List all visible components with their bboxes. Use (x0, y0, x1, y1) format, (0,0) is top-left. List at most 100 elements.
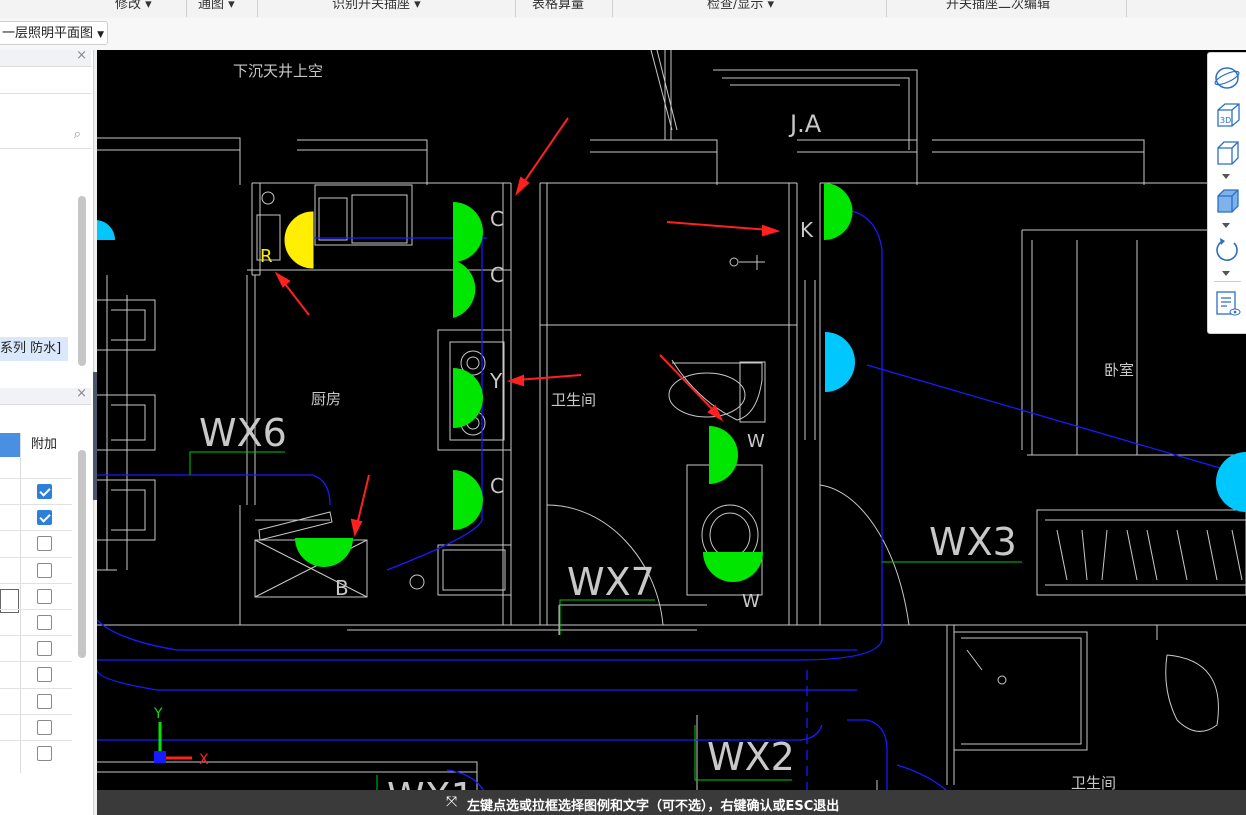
addon-checkbox[interactable] (37, 720, 52, 735)
panel-header: × (0, 386, 91, 405)
label-wx2: WX2 (707, 735, 795, 779)
socket-b[interactable] (295, 538, 353, 567)
addon-checkbox[interactable] (37, 484, 52, 499)
ucs-axis-icon (154, 722, 192, 763)
left-panel: × ⌕ 系列 防水] × 附加 (0, 48, 94, 815)
addon-checkbox[interactable] (37, 667, 52, 682)
floor-plan-drawing: 下沉天井上空 J.A 厨房 卫生间 卧室 卫生间 WX6 WX7 WX3 WX2… (97, 50, 1246, 815)
chevron-down-icon[interactable] (1222, 271, 1230, 276)
chevron-down-icon[interactable] (1222, 223, 1230, 228)
menu-bar: 修改 ▾ 通图 ▾ 识别开关插座 ▾ 表格算量 检查/显示 ▾ 开关插座二次编辑 (0, 0, 1246, 19)
menu-divider (515, 0, 516, 17)
socket-r[interactable] (284, 211, 314, 269)
socket-cyan-edge[interactable] (1216, 452, 1246, 512)
menu-check-display[interactable]: 检查/显示 ▾ (707, 0, 775, 12)
axis-y-label: Y (153, 706, 163, 722)
addon-checkbox[interactable] (37, 694, 52, 709)
socket-code: B (335, 576, 349, 600)
socket-k[interactable] (824, 183, 853, 240)
label-kitchen: 厨房 (311, 390, 341, 408)
3d-view-icon[interactable]: 3D (1214, 100, 1241, 128)
socket-code: K (800, 218, 814, 242)
table-row (0, 740, 72, 741)
axis-x-label: X (199, 752, 209, 768)
chevron-down-icon: ▼ (97, 30, 105, 40)
socket-c1[interactable] (453, 202, 483, 262)
label-top-void: 下沉天井上空 (233, 62, 323, 80)
socket-c2[interactable] (453, 260, 476, 318)
table-row (0, 478, 72, 479)
label-wx6: WX6 (199, 411, 287, 455)
menu-divider (186, 0, 187, 17)
addon-checkbox[interactable] (37, 615, 52, 630)
socket-cyan-left[interactable] (97, 220, 116, 240)
electrical-wiring (97, 209, 1228, 815)
table-row (0, 504, 72, 505)
socket-code: C (490, 207, 504, 231)
column-header-selected[interactable] (0, 433, 20, 457)
label-wx7: WX7 (567, 560, 655, 604)
label-bedroom: 卧室 (1104, 361, 1134, 379)
close-icon[interactable]: × (76, 48, 87, 63)
table-cell-focused[interactable] (0, 589, 19, 613)
table-row (0, 530, 72, 531)
menu-divider (257, 0, 258, 17)
view-toolbar: 3D (1207, 52, 1246, 334)
socket-code: W (742, 591, 760, 612)
menu-identify-switch[interactable]: 识别开关插座 ▾ (332, 0, 421, 12)
column-header-addon[interactable]: 附加 (20, 433, 72, 457)
socket-w2[interactable] (703, 552, 763, 582)
cube-view-icon[interactable] (1214, 139, 1241, 167)
table-row (0, 557, 72, 558)
search-input[interactable]: ⌕ (0, 126, 91, 149)
rotate-icon[interactable] (1214, 235, 1241, 263)
addon-checkbox[interactable] (37, 563, 52, 578)
layer-toolbar (0, 18, 1246, 50)
cad-canvas[interactable]: 下沉天井上空 J.A 厨房 卫生间 卧室 卫生间 WX6 WX7 WX3 WX2… (97, 50, 1246, 815)
socket-c3[interactable] (453, 470, 483, 530)
socket-y[interactable] (453, 368, 483, 428)
scrollbar-thumb[interactable] (78, 196, 86, 366)
socket-code: Y (489, 369, 503, 393)
layer-list-icon[interactable] (1214, 289, 1241, 317)
orbit-icon[interactable] (1214, 65, 1241, 93)
menu-modify[interactable]: 修改 ▾ (115, 0, 152, 12)
table-row (0, 609, 72, 610)
label-leaders (189, 451, 1022, 815)
svg-text:3D: 3D (1220, 116, 1231, 125)
panel-header: × (0, 48, 91, 67)
menu-table-calc[interactable]: 表格算量 (532, 0, 585, 12)
addon-checkbox[interactable] (37, 589, 52, 604)
table-row (0, 635, 72, 636)
menu-divider (1126, 0, 1127, 17)
socket-code: R (260, 246, 273, 267)
menu-secondary-edit[interactable]: 开关插座二次编辑 (946, 0, 1051, 12)
panel-splitter[interactable] (93, 372, 97, 500)
menu-view[interactable]: 通图 ▾ (198, 0, 235, 12)
menu-divider (886, 0, 887, 17)
label-grid-ref: J.A (788, 110, 822, 138)
selected-tree-item[interactable]: 系列 防水] (0, 337, 68, 361)
addon-checkbox[interactable] (37, 536, 52, 551)
label-bathroom: 卫生间 (551, 391, 596, 409)
status-bar: ⤧ 左键点选或拉框选择图例和文字（可不选），右键确认或ESC退出 (97, 790, 1246, 815)
socket-cyan[interactable] (825, 332, 855, 392)
addon-checkbox[interactable] (37, 510, 52, 525)
close-icon[interactable]: × (76, 386, 87, 401)
table-row (0, 688, 72, 689)
floor-plan-select[interactable]: 一层照明平面图 ▼ (0, 21, 108, 45)
socket-code: C (490, 263, 504, 287)
cube-shaded-icon[interactable] (1214, 187, 1241, 215)
addon-checkbox[interactable] (37, 641, 52, 656)
socket-code: W (747, 431, 765, 452)
table-row (0, 714, 72, 715)
menu-divider (612, 0, 613, 17)
label-wx3: WX3 (929, 520, 1017, 564)
chevron-down-icon[interactable] (1222, 174, 1230, 179)
socket-w1[interactable] (709, 426, 738, 484)
socket-code: C (490, 474, 504, 498)
addon-checkbox[interactable] (37, 746, 52, 761)
drawing-text: 下沉天井上空 J.A 厨房 卫生间 卧室 卫生间 WX6 WX7 WX3 WX2… (153, 62, 1134, 815)
annotation-arrows (274, 117, 781, 537)
scrollbar-thumb[interactable] (78, 450, 86, 658)
